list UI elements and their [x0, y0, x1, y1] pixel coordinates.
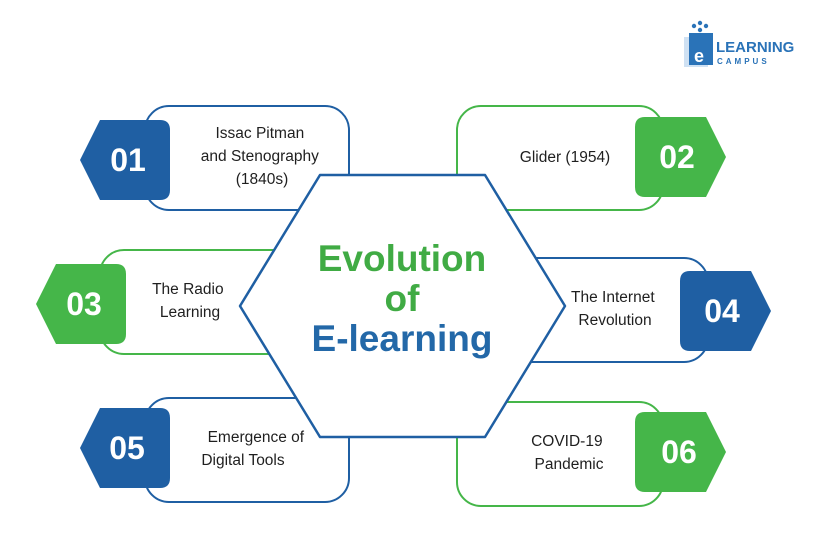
logo-dot	[703, 23, 709, 29]
badge-number: 04	[704, 293, 740, 329]
badge-number: 06	[661, 434, 697, 470]
hexagon-shape	[238, 173, 567, 439]
card-label: The Internet Revolution	[571, 289, 659, 329]
milestone-card-01: Issac Pitman and Stenography (1840s)	[144, 105, 350, 211]
badge-arrow-left	[80, 408, 170, 488]
logo-sub-text: CAMPUS	[717, 57, 770, 66]
badge-number: 01	[110, 142, 146, 178]
badge-arrow-right	[635, 117, 726, 197]
badge-number: 05	[109, 430, 145, 466]
logo-e-letter: e	[694, 46, 704, 66]
badge-03: 03	[36, 264, 126, 344]
badge-04: 04	[680, 271, 771, 351]
badge-number: 03	[66, 286, 102, 322]
logo-book-front	[689, 33, 713, 65]
title-line-1: Evolution	[318, 238, 487, 279]
card-label: Emergence of Digital Tools	[201, 429, 308, 469]
badge-02: 02	[635, 117, 726, 197]
badge-01: 01	[80, 120, 170, 200]
badge-arrow-right	[680, 271, 771, 351]
center-hexagon: Evolution of E-learning	[238, 173, 567, 439]
badge-number: 02	[659, 139, 695, 175]
logo-dot	[691, 23, 697, 29]
card-label: Issac Pitman and Stenography (1840s)	[201, 125, 323, 188]
title-line-3: E-learning	[312, 318, 493, 359]
card-label: Glider (1954)	[520, 149, 610, 166]
title-line-2: of	[385, 278, 421, 319]
logo-dot	[697, 20, 703, 26]
card-label: The Radio Learning	[152, 281, 228, 321]
badge-06: 06	[635, 412, 726, 492]
milestone-card-06: COVID-19 Pandemic	[456, 401, 664, 507]
card-label: COVID-19 Pandemic	[531, 433, 607, 473]
logo-dot	[697, 27, 703, 33]
milestone-card-04: The Internet Revolution	[503, 257, 709, 363]
logo-main-text: LEARNING	[716, 39, 794, 56]
milestone-card-05: Emergence of Digital Tools	[144, 397, 350, 503]
badge-arrow-right	[635, 412, 726, 492]
elearning-campus-logo: e LEARNING CAMPUS	[684, 20, 794, 67]
badge-arrow-left	[36, 264, 126, 344]
badge-05: 05	[80, 408, 170, 488]
badge-arrow-left	[80, 120, 170, 200]
